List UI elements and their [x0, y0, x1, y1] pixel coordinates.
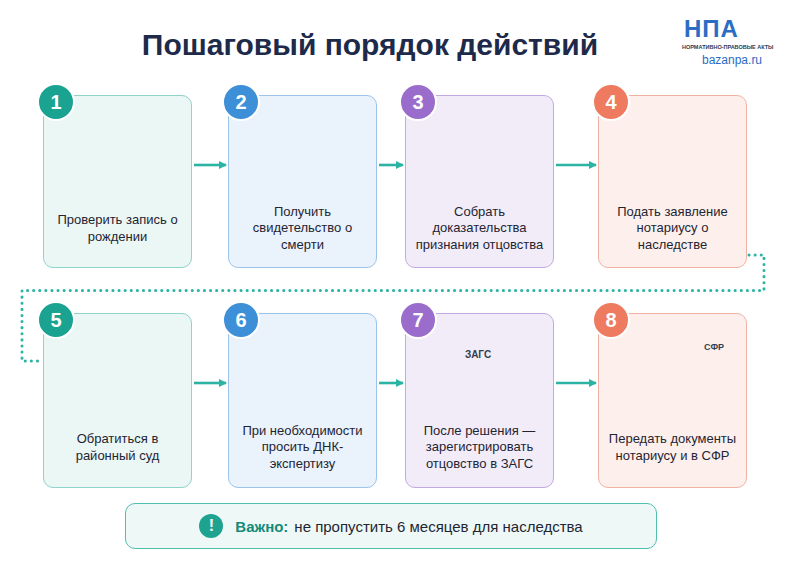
arrow-connector: [556, 382, 596, 385]
step-card: 3Собрать доказательства признания отцовс…: [405, 95, 554, 268]
step-number: 6: [222, 301, 260, 339]
step-text: Обратиться в районный суд: [50, 431, 185, 464]
step-number: 2: [222, 83, 260, 121]
step-text: При необходимости просить ДНК-экспертизу: [235, 423, 370, 473]
step-text: После решения — зарегистрировать отцовст…: [412, 423, 547, 473]
arrow-connector: [379, 164, 403, 167]
logo-text: bazanpa.ru: [702, 54, 762, 67]
step-card: 5Обратиться в районный суд: [43, 313, 192, 488]
step-number: 3: [399, 83, 437, 121]
step-card: 8Передать документы нотариусу и в СФР: [598, 313, 747, 488]
warning-note: ! Важно: не пропустить 6 месяцев для насле…: [125, 503, 657, 549]
icon-label: ЗАГС: [465, 349, 491, 360]
arrow-connector: [194, 164, 226, 167]
arrow-connector: [379, 382, 403, 385]
step-number: 5: [37, 301, 75, 339]
warning-icon: !: [199, 514, 223, 538]
step-number: 7: [399, 301, 437, 339]
logo-text: НПА: [684, 16, 739, 42]
arrow-connector: [556, 164, 596, 167]
step-text: Собрать доказательства признания отцовст…: [412, 204, 547, 254]
warning-heading: Важно:: [235, 518, 288, 535]
step-number: 4: [592, 83, 630, 121]
step-number: 1: [37, 83, 75, 121]
step-card: 7После решения — зарегистрировать отцовс…: [405, 313, 554, 488]
step-text: Получить свидетельство о смерти: [235, 204, 370, 254]
diagram-title: Пошаговый порядок действий: [0, 28, 740, 62]
step-number: 8: [592, 301, 630, 339]
step-card: 6При необходимости просить ДНК-экспертиз…: [228, 313, 377, 488]
step-text: Подать заявление нотариусу о наследстве: [605, 204, 740, 254]
warning-text: не пропустить 6 месяцев для наследства: [294, 518, 582, 535]
icon-label: СФР: [704, 343, 724, 353]
logo-text: НОРМАТИВНО-ПРАВОВЫЕ АКТЫ: [682, 44, 773, 50]
step-card: 4Подать заявление нотариусу о наследстве: [598, 95, 747, 268]
step-text: Передать документы нотариусу и в СФР: [605, 431, 740, 464]
arrow-connector: [194, 382, 226, 385]
step-text: Проверить запись о рождении: [50, 212, 185, 245]
step-card: 1Проверить запись о рождении: [43, 95, 192, 268]
step-card: 2Получить свидетельство о смерти: [228, 95, 377, 268]
